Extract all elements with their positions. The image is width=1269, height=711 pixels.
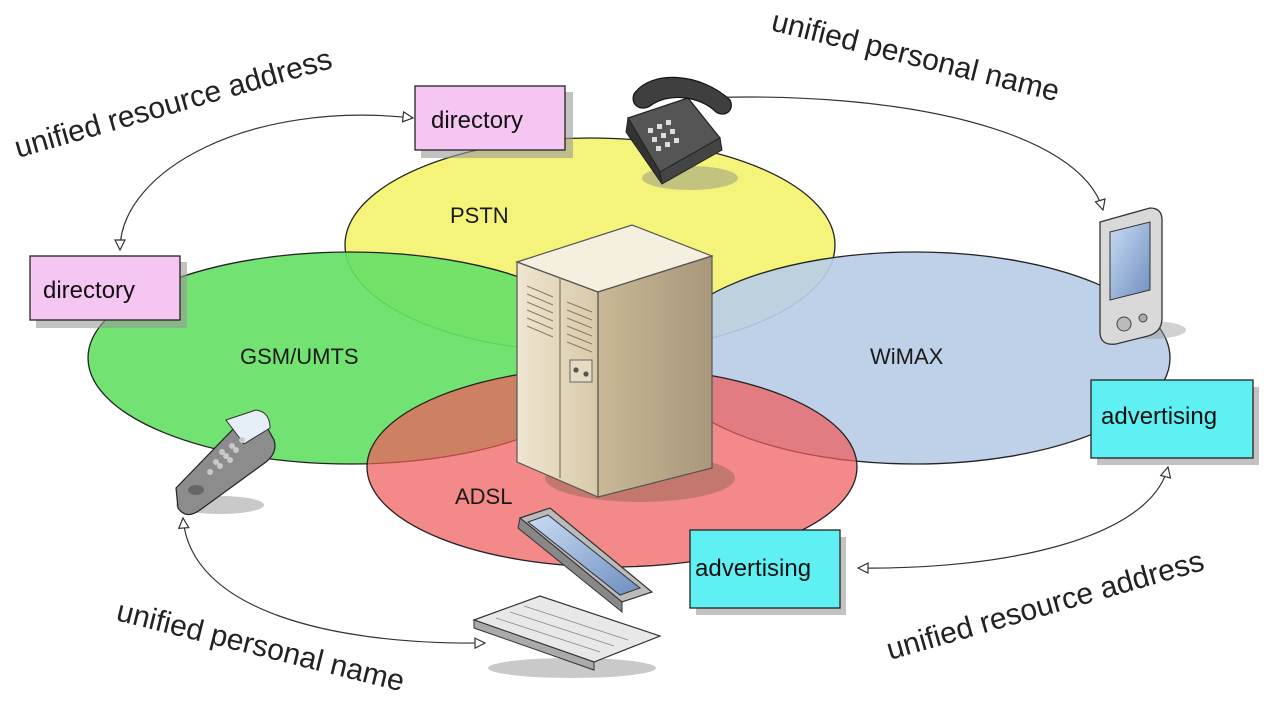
desk-telephone-icon	[625, 76, 738, 190]
gsm-label: GSM/UMTS	[240, 344, 359, 369]
arrow-directory-directory	[120, 115, 413, 250]
arrow-phone-pda	[697, 97, 1103, 210]
link-label-bottom-left: unified personal name	[113, 595, 407, 698]
server-tower-icon	[515, 224, 735, 502]
adsl-label: ADSL	[455, 484, 512, 509]
wimax-label: WiMAX	[870, 344, 944, 369]
arrow-advertising-advertising	[858, 467, 1168, 568]
link-label-bottom-right: unified resource address	[883, 544, 1208, 666]
directory-box-top: directory	[414, 85, 573, 158]
advertising-box-bottom: advertising	[689, 529, 846, 615]
directory-top-label: directory	[431, 107, 523, 134]
link-arrows	[120, 97, 1168, 643]
pstn-label: PSTN	[450, 203, 509, 228]
laptop-icon	[472, 507, 662, 678]
advertising-box-right: advertising	[1090, 379, 1259, 465]
advertising-right-label: advertising	[1101, 403, 1217, 430]
link-label-top-right: unified personal name	[768, 5, 1062, 108]
directory-box-left: directory	[29, 255, 187, 328]
arrow-mobile-laptop	[183, 518, 485, 643]
advertising-bottom-label: advertising	[695, 555, 811, 582]
directory-left-label: directory	[43, 277, 135, 304]
link-label-top-left: unified resource address	[11, 42, 336, 164]
pda-device-icon	[1099, 207, 1186, 345]
mobile-phone-icon	[175, 409, 276, 516]
